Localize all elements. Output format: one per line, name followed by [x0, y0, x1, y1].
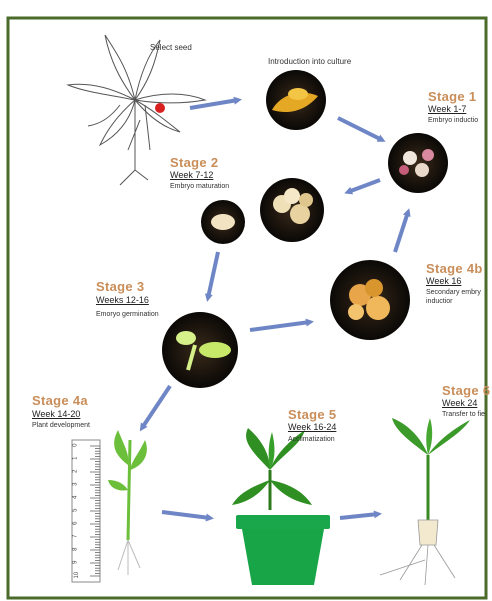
arrow-stage5-to-stage6: [340, 514, 378, 518]
stage4a-title: Stage 4a: [32, 394, 88, 408]
stage2-week: Week 7-12: [170, 171, 213, 180]
dish-stage4b: [330, 260, 410, 340]
ruler-tick-label: 9: [73, 560, 79, 563]
ruler-tick-label: 0: [73, 443, 79, 446]
ruler-tick-label: 5: [73, 508, 79, 511]
arrow-intro-to-stage1: [338, 118, 382, 140]
ruler-tick-label: 10: [74, 572, 80, 579]
stage6-title: Stage 6: [442, 384, 490, 398]
stage3-title: Stage 3: [96, 280, 144, 294]
mature-plant: [380, 418, 470, 585]
stage4b-title: Stage 4b: [426, 262, 483, 276]
stage3-desc: Emoryo germination: [96, 311, 159, 318]
arrow-stage4b-to-stage1: [395, 212, 408, 252]
stage2-desc: Embryo maturation: [170, 183, 229, 190]
ruler-tick-label: 7: [73, 534, 79, 537]
stage1-desc: Embryo inductio: [428, 117, 478, 124]
stage1-week: Week 1-7: [428, 105, 466, 114]
stage5-title: Stage 5: [288, 408, 336, 422]
ruler-tick-label: 3: [73, 482, 79, 485]
ruler-tick-label: 6: [73, 521, 79, 524]
stage5-week: Week 16-24: [288, 423, 336, 432]
stage6-week: Week 24: [442, 399, 477, 408]
stage4b-week: Week 16: [426, 277, 461, 286]
stage1-title: Stage 1: [428, 90, 476, 104]
dish-stage2-large: [260, 178, 324, 242]
ruler-tick-label: 1: [73, 456, 79, 459]
dish-stage3: [162, 312, 238, 388]
stage4b-desc-line2: inductior: [426, 298, 452, 305]
stage4b-desc-line1: Secondary embry: [426, 289, 481, 296]
red-seed: [155, 103, 165, 113]
arrow-stage2-to-stage3: [208, 252, 218, 298]
stage3-week: Weeks 12-16: [96, 296, 149, 305]
ruler-tick-label: 4: [73, 495, 79, 498]
potted-plant: [232, 428, 330, 585]
arrow-stage3-to-stage4a: [142, 386, 170, 428]
dish-introduction: [266, 70, 326, 130]
stage5-desc: Acclimatization: [288, 436, 335, 443]
plantlet-stage4a: [108, 430, 147, 575]
ruler-tick-label: 2: [73, 469, 79, 472]
arrow-stage1-to-stage2: [348, 180, 380, 192]
stage6-desc: Transfer to fie: [442, 411, 485, 418]
select-seed-label: Select seed: [150, 44, 192, 52]
ruler-tick-label: 8: [73, 547, 79, 550]
arrow-stage4a-to-stage5: [162, 512, 210, 518]
introduction-label: Introduction into culture: [268, 58, 351, 66]
dish-stage2-small: [201, 200, 245, 244]
stage4a-desc: Plant development: [32, 422, 90, 429]
arrow-stage3-to-stage4b: [250, 322, 310, 330]
dish-stage1: [388, 133, 448, 193]
stage2-title: Stage 2: [170, 156, 218, 170]
stage4a-week: Week 14-20: [32, 410, 80, 419]
